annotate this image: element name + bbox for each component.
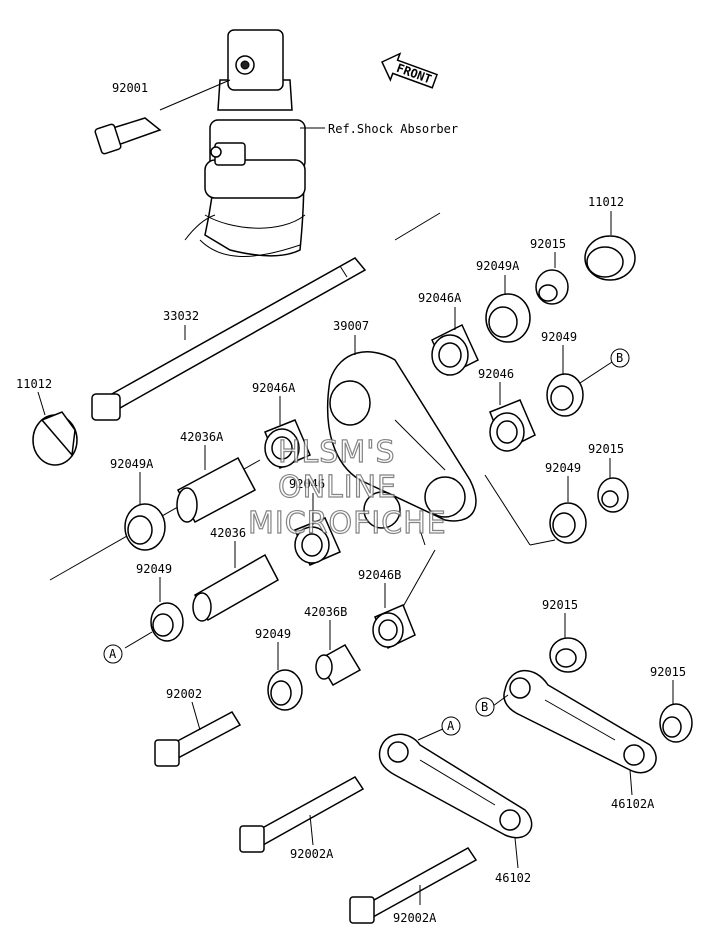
seal-92049A-top: [485, 293, 531, 343]
svg-text:A: A: [109, 647, 117, 661]
collar-92015-low: [549, 637, 587, 673]
label-92049-left: 92049: [136, 562, 172, 576]
label-11012-top: 11012: [588, 195, 624, 209]
label-92049A-top: 92049A: [476, 259, 520, 273]
label-92049-low: 92049: [255, 627, 291, 641]
bearing-92046A-top: [431, 323, 479, 377]
label-92002A-a: 92002A: [290, 847, 334, 861]
bolt-92002A-upper: [239, 776, 365, 853]
seal-92049-right-mid: [549, 502, 587, 544]
label-92049-right: 92049: [545, 461, 581, 475]
marker-a-low: A: [441, 716, 461, 736]
label-92015-b: 92015: [588, 442, 624, 456]
label-42036B: 42036B: [304, 605, 347, 619]
collar-92015-right: [659, 703, 693, 743]
bolt-92001: [94, 117, 162, 155]
front-arrow: FRONT: [381, 52, 438, 89]
watermark: HLSM'S ONLINE MICROFICHE: [247, 434, 447, 541]
bolt-92002A-lower: [349, 847, 478, 924]
label-46102: 46102: [495, 871, 531, 885]
seal-92049-left: [150, 602, 184, 642]
cap-11012-right: [584, 235, 636, 281]
tie-rod-46102A: [503, 669, 657, 774]
label-92046B: 92046B: [358, 568, 401, 582]
svg-text:A: A: [447, 719, 455, 733]
collar-92015-top: [535, 269, 569, 305]
front-label: FRONT: [395, 61, 434, 87]
label-92002A-b: 92002A: [393, 911, 437, 925]
rocker-arm-39007: [326, 351, 477, 529]
label-92049-b: 92049: [541, 330, 577, 344]
watermark-line3: MICROFICHE: [248, 506, 447, 541]
sleeve-42036: [192, 553, 279, 622]
label-46102A: 46102A: [611, 797, 655, 811]
bearing-92046B: [372, 604, 416, 650]
bearing-92046A-mid: [264, 419, 311, 469]
sleeve-42036B: [315, 643, 362, 687]
watermark-line1: HLSM'S: [278, 435, 396, 470]
label-42036: 42036: [210, 526, 246, 540]
label-92015-d: 92015: [650, 665, 686, 679]
marker-b-low: B: [475, 697, 495, 717]
svg-text:B: B: [616, 351, 623, 365]
label-92046-right: 92046: [478, 367, 514, 381]
seal-92049-low: [267, 669, 303, 711]
marker-b-right: B: [610, 348, 630, 368]
cap-11012-left: [32, 411, 78, 466]
label-92002: 92002: [166, 687, 202, 701]
seal-92049-right-top: [546, 373, 584, 417]
label-92046-mid: 92046: [289, 477, 325, 491]
label-92015-a: 92015: [530, 237, 566, 251]
label-92046A-top: 92046A: [418, 291, 462, 305]
label-ref-shock: Ref.Shock Absorber: [328, 122, 458, 136]
watermark-line2: ONLINE: [278, 470, 397, 505]
tie-rod-46102: [378, 733, 533, 839]
seal-92049A-left: [124, 503, 166, 551]
bearing-92046-mid: [294, 517, 341, 566]
label-11012-left: 11012: [16, 377, 52, 391]
svg-text:B: B: [481, 700, 488, 714]
sleeve-42036A: [176, 456, 257, 524]
marker-a-left: A: [103, 644, 123, 664]
label-92046A-mid: 92046A: [252, 381, 296, 395]
shock-absorber-illustration: [184, 29, 306, 257]
label-92049A-left: 92049A: [110, 457, 154, 471]
label-92001: 92001: [112, 81, 148, 95]
label-92015-c: 92015: [542, 598, 578, 612]
shaft-33032: [91, 257, 367, 421]
bolt-92002: [154, 711, 242, 767]
collar-92015-mid: [597, 477, 629, 513]
label-42036A: 42036A: [180, 430, 224, 444]
label-39007: 39007: [333, 319, 369, 333]
label-33032: 33032: [163, 309, 199, 323]
bearing-92046-right: [489, 399, 536, 452]
